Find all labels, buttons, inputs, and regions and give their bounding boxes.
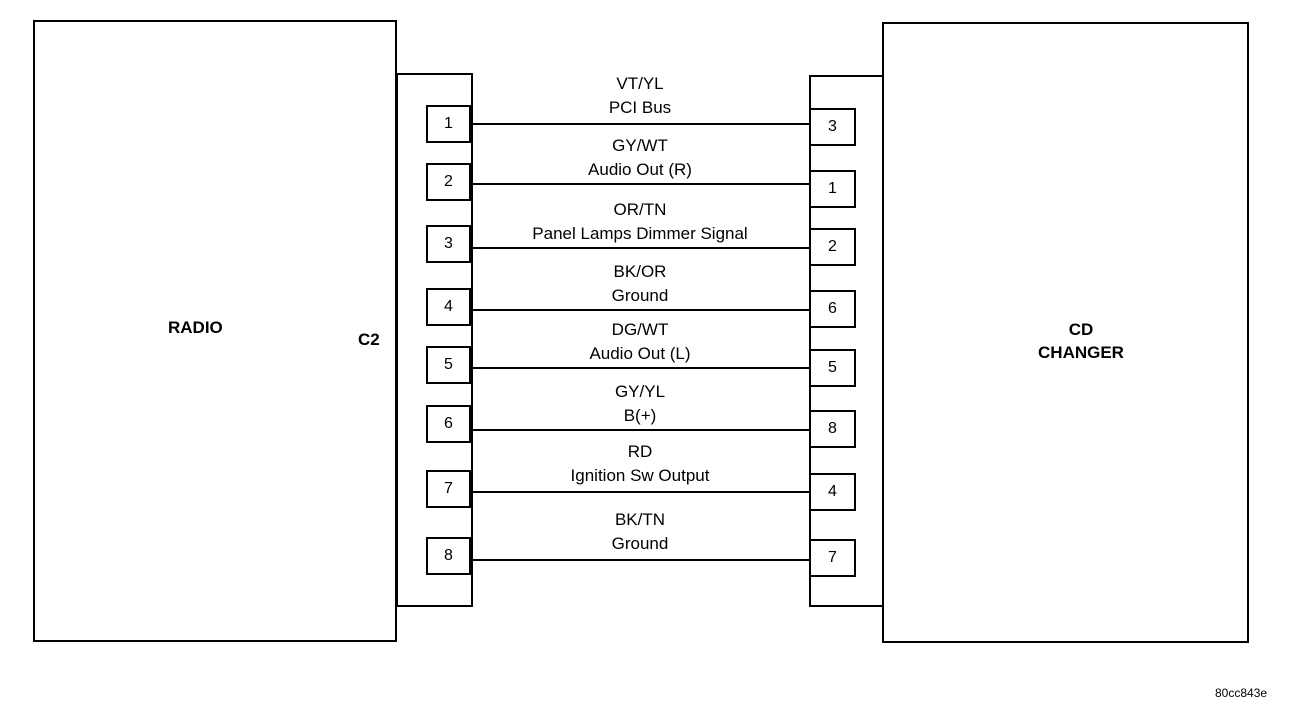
- cd-changer-pin-number: 7: [828, 549, 837, 566]
- wire-color: BK/OR: [613, 262, 667, 281]
- wire-function: Ignition Sw Output: [570, 466, 710, 485]
- wire-color: VT/YL: [616, 74, 664, 93]
- radio-pin-number: 4: [444, 298, 453, 315]
- wire-line: [473, 183, 809, 185]
- radio-pin-6: 6: [426, 405, 471, 443]
- cd-changer-connector-housing: [809, 75, 884, 607]
- wire-function: Audio Out (R): [588, 160, 692, 179]
- radio-pin-2: 2: [426, 163, 471, 201]
- connector-c2-label: C2: [358, 330, 380, 349]
- cd-changer-pin-4: 6: [809, 290, 856, 328]
- radio-pin-5: 5: [426, 346, 471, 384]
- wire-line: [473, 429, 809, 431]
- radio-pin-number: 2: [444, 173, 453, 190]
- wire-function: Ground: [611, 534, 669, 553]
- radio-pin-1: 1: [426, 105, 471, 143]
- wire-color: BK/TN: [614, 510, 666, 529]
- wire-color: OR/TN: [613, 200, 667, 219]
- wire-function: B(+): [623, 406, 657, 425]
- cd-changer-pin-7: 4: [809, 473, 856, 511]
- radio-box: [33, 20, 397, 642]
- cd-changer-label-line1: CD: [1068, 320, 1094, 339]
- radio-pin-number: 6: [444, 415, 453, 432]
- cd-changer-pin-2: 1: [809, 170, 856, 208]
- cd-changer-pin-number: 1: [828, 180, 837, 197]
- wire-label: BK/TN Ground: [440, 508, 840, 556]
- wire-function: Ground: [611, 286, 669, 305]
- wire-line: [473, 559, 809, 561]
- wire-label: OR/TN Panel Lamps Dimmer Signal: [440, 198, 840, 246]
- cd-changer-pin-5: 5: [809, 349, 856, 387]
- wire-line: [473, 309, 809, 311]
- cd-changer-box: [882, 22, 1249, 643]
- cd-changer-pin-number: 3: [828, 118, 837, 135]
- cd-changer-pin-6: 8: [809, 410, 856, 448]
- radio-connector-housing: [396, 73, 473, 607]
- wire-color: GY/YL: [614, 382, 666, 401]
- wire-color: RD: [627, 442, 653, 461]
- cd-changer-pin-1: 3: [809, 108, 856, 146]
- wire-color: DG/WT: [611, 320, 669, 339]
- radio-pin-7: 7: [426, 470, 471, 508]
- wire-line: [473, 367, 809, 369]
- cd-changer-pin-number: 8: [828, 420, 837, 437]
- wire-label: GY/WT Audio Out (R): [440, 134, 840, 182]
- wire-function: PCI Bus: [608, 98, 672, 117]
- cd-changer-pin-number: 4: [828, 483, 837, 500]
- wire-label: GY/YL B(+): [440, 380, 840, 428]
- cd-changer-pin-number: 5: [828, 359, 837, 376]
- wire-function: Panel Lamps Dimmer Signal: [532, 224, 748, 243]
- wire-label: DG/WT Audio Out (L): [440, 318, 840, 366]
- wire-color: GY/WT: [612, 136, 668, 155]
- radio-label: RADIO: [168, 318, 223, 337]
- wire-function: Audio Out (L): [589, 344, 691, 363]
- radio-pin-3: 3: [426, 225, 471, 263]
- wire-line: [473, 491, 809, 493]
- cd-changer-pin-number: 6: [828, 300, 837, 317]
- wire-line: [473, 123, 809, 125]
- reference-code: 80cc843e: [1215, 686, 1268, 700]
- cd-changer-pin-8: 7: [809, 539, 856, 577]
- wire-label: BK/OR Ground: [440, 260, 840, 308]
- radio-pin-number: 3: [444, 235, 453, 252]
- wire-line: [473, 247, 809, 249]
- radio-pin-number: 8: [444, 547, 453, 564]
- wire-label: VT/YL PCI Bus: [440, 72, 840, 120]
- radio-pin-number: 1: [444, 115, 453, 132]
- radio-pin-number: 5: [444, 356, 453, 373]
- radio-pin-number: 7: [444, 480, 453, 497]
- cd-changer-pin-number: 2: [828, 238, 837, 255]
- wire-label: RD Ignition Sw Output: [440, 440, 840, 488]
- radio-pin-4: 4: [426, 288, 471, 326]
- cd-changer-pin-3: 2: [809, 228, 856, 266]
- cd-changer-label-line2: CHANGER: [1038, 343, 1124, 362]
- radio-pin-8: 8: [426, 537, 471, 575]
